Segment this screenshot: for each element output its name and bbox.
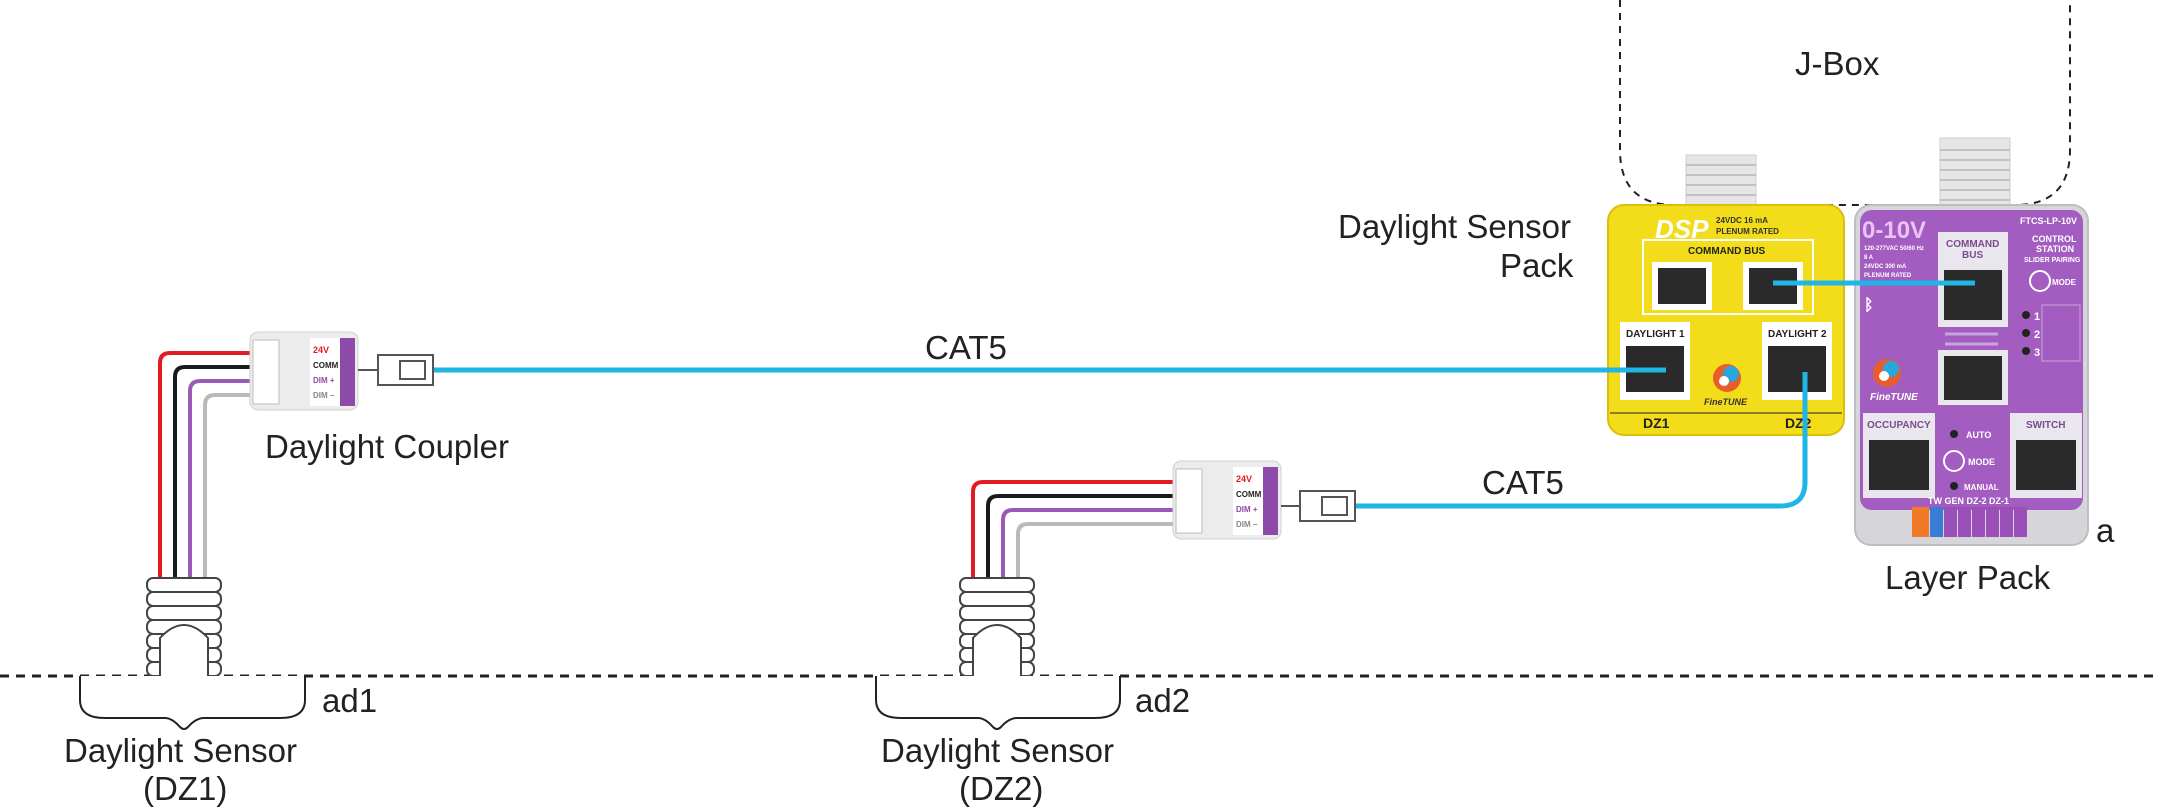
- dsp-command-bus-frame: [1642, 239, 1814, 315]
- layer-slider-pairing: SLIDER PAIRING: [2024, 257, 2081, 264]
- sensor1-dome: [79, 676, 306, 730]
- layer-conduit-nipple: [1939, 137, 2011, 214]
- daylight-sensor-1: [79, 577, 306, 730]
- cat5-cable-bottom: [1355, 372, 1808, 509]
- dsp-spec-plenum: PLENUM RATED: [1716, 227, 1779, 236]
- dsp-daylight1-label: DAYLIGHT 1: [1626, 329, 1685, 340]
- dsp-label-2: Pack: [1500, 247, 1574, 284]
- cat5-label-bottom: CAT5: [1482, 464, 1564, 501]
- layer-logo-text: FineTUNE: [1870, 392, 1918, 403]
- dsp-dz1-label: DZ1: [1643, 415, 1670, 431]
- terminal-block: [1912, 507, 2027, 537]
- daylight-coupler-1: 24V COMM DIM + DIM −: [158, 331, 434, 585]
- ad1-label: ad1: [322, 682, 377, 719]
- layer-pack: 0-10V FTCS-LP-10V 120-277VAC 50/60 Hz 8 …: [1854, 204, 2089, 546]
- daylight-sensor-2: [875, 577, 1121, 730]
- sensor2-label-1: Daylight Sensor: [881, 732, 1114, 769]
- coupler2-dimm: DIM −: [1236, 520, 1258, 529]
- coupler2-comm: COMM: [1236, 490, 1262, 499]
- layer-pack-label: Layer Pack: [1885, 559, 2051, 596]
- daylight-coupler-2: 24V COMM DIM + DIM −: [971, 460, 1356, 585]
- sensor1-label-1: Daylight Sensor: [64, 732, 297, 769]
- dsp-label-1: Daylight Sensor: [1338, 208, 1571, 245]
- coupler2-24v: 24V: [1236, 474, 1252, 484]
- layer-brand: 0-10V: [1862, 217, 1926, 244]
- layer-command-label-2: BUS: [1962, 250, 1983, 261]
- channel-2-label: 2: [2034, 329, 2040, 341]
- layer-occupancy-label: OCCUPANCY: [1867, 420, 1931, 431]
- bluetooth-icon: ᛒ: [1864, 297, 1874, 314]
- coupler1-dimm: DIM −: [313, 391, 335, 400]
- dsp-command-bus-label: COMMAND BUS: [1688, 246, 1766, 257]
- channel-3-label: 3: [2034, 347, 2040, 359]
- layer-spec-2: 8 A: [1864, 255, 1874, 261]
- coupler1-dimp: DIM +: [313, 376, 335, 385]
- layer-spec-4: PLENUM RATED: [1864, 273, 1912, 279]
- sensor1-label-2: (DZ1): [143, 770, 227, 807]
- coupler2-dimp: DIM +: [1236, 505, 1258, 514]
- layer-manual-label: MANUAL: [1964, 483, 1999, 492]
- layer-mode-button[interactable]: [2029, 270, 2051, 292]
- daylight-sensor-pack: DSP 24VDC 16 mA PLENUM RATED COMMAND BUS…: [1607, 204, 1845, 436]
- dsp-spec-voltage: 24VDC 16 mA: [1716, 216, 1768, 225]
- layer-mode2-label: MODE: [1968, 457, 1995, 467]
- layer-command-label-1: COMMAND: [1946, 239, 1999, 250]
- layer-mode-button-2[interactable]: [1943, 450, 1965, 472]
- layer-auto-label: AUTO: [1966, 430, 1991, 440]
- sensor2-dome: [875, 676, 1121, 730]
- dsp-daylight2-label: DAYLIGHT 2: [1768, 329, 1827, 340]
- jbox-label: J-Box: [1795, 45, 1880, 82]
- sensor2-label-2: (DZ2): [959, 770, 1043, 807]
- coupler1-24v: 24V: [313, 345, 329, 355]
- coupler-label: Daylight Coupler: [265, 428, 509, 465]
- layer-control-1: CONTROL: [2032, 234, 2077, 244]
- dsp-logo-text: FineTUNE: [1704, 397, 1748, 407]
- layer-spec-3: 24VDC 300 mA: [1864, 264, 1907, 270]
- layer-model: FTCS-LP-10V: [2020, 216, 2077, 226]
- layer-switch-label: SWITCH: [2026, 420, 2065, 431]
- channel-1-label: 1: [2034, 311, 2040, 323]
- a-label: a: [2096, 512, 2115, 549]
- dsp-dz2-label: DZ2: [1785, 415, 1812, 431]
- ad2-label: ad2: [1135, 682, 1190, 719]
- layer-mode-label: MODE: [2052, 278, 2077, 287]
- layer-terminal-labels: TW GEN DZ-2 DZ-1: [1928, 496, 2009, 506]
- layer-control-2: STATION: [2036, 244, 2074, 254]
- coupler1-comm: COMM: [313, 361, 339, 370]
- bus-arrows-icon: [1945, 332, 1998, 346]
- layer-spec-1: 120-277VAC 50/60 Hz: [1864, 246, 1924, 252]
- jbox-outline: [1619, 0, 2071, 206]
- cat5-label-top: CAT5: [925, 329, 1007, 366]
